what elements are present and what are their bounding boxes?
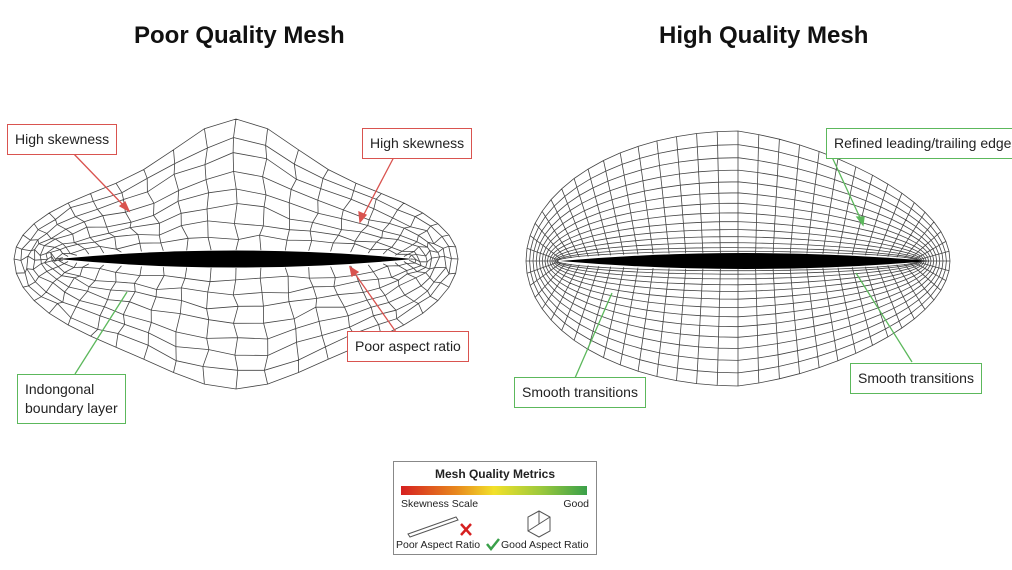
mesh-lines — [13, 118, 459, 390]
arrow-aspect — [352, 270, 397, 333]
high-quality-mesh — [525, 130, 951, 387]
arrowhead — [358, 210, 368, 224]
callout-high-skewness-2: High skewness — [362, 128, 473, 159]
airfoil-right — [560, 253, 930, 269]
high-mesh-title: High Quality Mesh — [659, 22, 869, 49]
cube-icon — [527, 510, 551, 538]
skewness-color-scale — [401, 486, 587, 495]
cross-icon — [460, 523, 472, 536]
arrowhead — [118, 200, 131, 213]
arrow-skew2 — [361, 154, 396, 219]
callout-smooth-transitions-1: Smooth transitions — [514, 377, 646, 408]
legend-icons — [407, 510, 551, 552]
arrow-smooth2 — [855, 272, 913, 363]
legend-title: Mesh Quality Metrics — [434, 467, 556, 481]
arrowhead — [349, 265, 360, 278]
arrow-smooth1 — [574, 292, 613, 379]
thin-element-icon — [407, 516, 459, 538]
mesh-lines — [525, 130, 951, 387]
arrowhead — [855, 216, 865, 227]
good-aspect-label: Good Aspect Ratio — [501, 539, 589, 551]
arrow-skew1 — [71, 151, 127, 209]
callout-high-skewness-1: High skewness — [7, 124, 118, 155]
callout-refined-edges: Refined leading/trailing edges — [826, 128, 1012, 159]
poor-aspect-label: Poor Aspect Ratio — [396, 539, 481, 551]
poor-quality-mesh — [13, 118, 459, 390]
callout-poor-aspect-ratio: Poor aspect ratio — [347, 331, 469, 362]
skewness-good-label: Good — [563, 498, 589, 510]
arrow-refined — [831, 156, 863, 223]
callout-line: boundary layer — [25, 400, 118, 416]
callout-boundary-layer: Indongonal boundary layer — [17, 374, 126, 424]
callout-smooth-transitions-2: Smooth transitions — [850, 363, 982, 394]
skewness-scale-label: Skewness Scale — [401, 498, 479, 510]
poor-mesh-title: Poor Quality Mesh — [134, 22, 345, 49]
check-icon — [486, 538, 500, 552]
legend-mesh-quality-metrics: Mesh Quality Metrics Skewness Scale Good… — [393, 461, 597, 555]
airfoil-left — [58, 250, 413, 268]
callout-line: Indongonal — [25, 381, 95, 397]
arrow-boundary — [74, 291, 128, 375]
